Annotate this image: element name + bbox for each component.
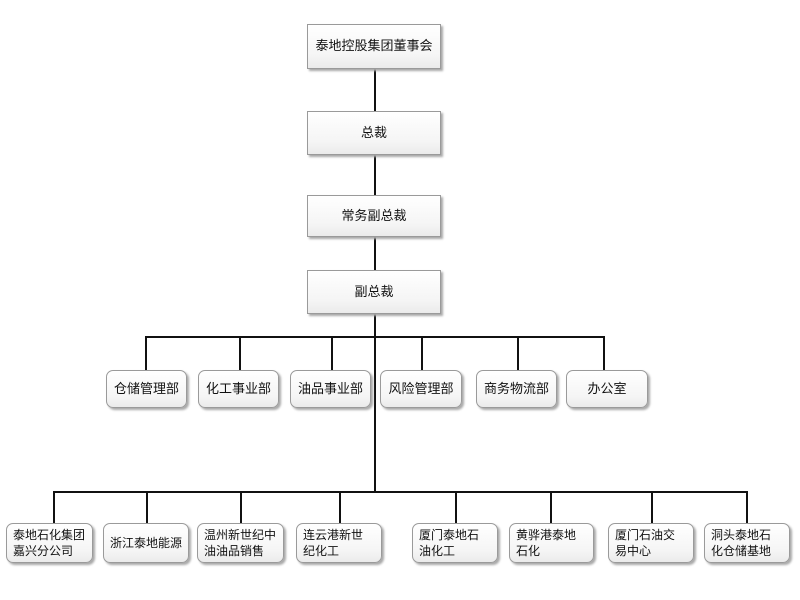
connector-subsidiary-drop [746, 491, 748, 523]
connector-subsidiary-bus [53, 491, 748, 493]
subsidiary-node: 黄骅港泰地 石化 [509, 523, 594, 563]
department-node: 办公室 [566, 370, 648, 408]
department-node: 商务物流部 [476, 370, 557, 408]
subsidiary-node: 洞头泰地石 化仓储基地 [704, 523, 790, 563]
connector-subsidiary-drop [146, 491, 148, 523]
connector-executive-vp-vice-president [374, 237, 376, 270]
connector-board-president [374, 69, 376, 111]
connector-department-drop [239, 336, 241, 370]
department-node: 化工事业部 [198, 370, 279, 408]
connector-subsidiary-drop [550, 491, 552, 523]
connector-subsidiary-drop [53, 491, 55, 523]
connector-subsidiary-drop [455, 491, 457, 523]
connector-subsidiary-drop [651, 491, 653, 523]
subsidiary-node: 泰地石化集团 嘉兴分公司 [6, 523, 93, 563]
department-node: 风险管理部 [380, 370, 462, 408]
subsidiary-node: 浙江泰地能源 [103, 523, 189, 563]
executive-vp-node: 常务副总裁 [307, 195, 441, 237]
connector-subsidiary-drop [240, 491, 242, 523]
connector-department-bus [145, 336, 605, 338]
subsidiary-node: 厦门石油交 易中心 [608, 523, 694, 563]
president-node: 总裁 [307, 111, 441, 155]
connector-department-drop [145, 336, 147, 370]
connector-department-drop [421, 336, 423, 370]
connector-subsidiary-drop [339, 491, 341, 523]
subsidiary-node: 连云港新世 纪化工 [296, 523, 382, 563]
connector-department-drop [331, 336, 333, 370]
department-node: 油品事业部 [290, 370, 371, 408]
department-node: 仓储管理部 [106, 370, 187, 408]
board-node: 泰地控股集团董事会 [307, 24, 441, 69]
connector-department-drop [603, 336, 605, 370]
connector-vice-president-trunk [374, 314, 376, 492]
connector-department-drop [517, 336, 519, 370]
subsidiary-node: 厦门泰地石 油化工 [412, 523, 498, 563]
connector-president-executive-vp [374, 155, 376, 195]
subsidiary-node: 温州新世纪中 油油品销售 [197, 523, 284, 563]
vice-president-node: 副总裁 [307, 270, 441, 314]
